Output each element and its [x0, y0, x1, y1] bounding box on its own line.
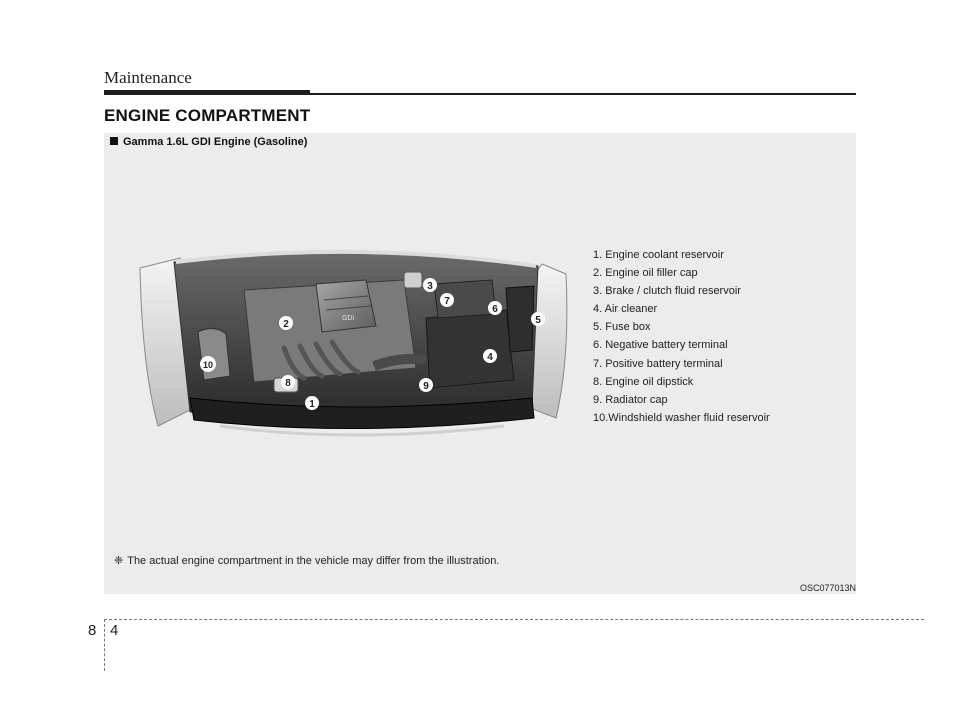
figure-panel: Gamma 1.6L GDI Engine (Gasoline): [104, 133, 856, 594]
callout-8: 8: [281, 375, 295, 389]
callout-7: 7: [440, 293, 454, 307]
callout-3: 3: [423, 278, 437, 292]
svg-text:9: 9: [423, 381, 429, 392]
legend-item: 1. Engine coolant reservoir: [593, 249, 724, 261]
svg-text:2: 2: [283, 319, 289, 330]
svg-text:8: 8: [285, 378, 291, 389]
legend-item: 6. Negative battery terminal: [593, 339, 728, 352]
square-bullet-icon: [110, 137, 118, 145]
figure-subtitle-text: Gamma 1.6L GDI Engine (Gasoline): [123, 136, 308, 148]
legend-item: 8. Engine oil dipstick: [593, 375, 694, 388]
engine-illustration: GDi 1 2 3 4 5 6 7: [139, 249, 568, 437]
callout-9: 9: [419, 378, 433, 392]
figure-code: OSC077013N: [799, 583, 856, 593]
legend-item: 2. Engine oil filler cap: [593, 267, 698, 280]
note-symbol-icon: ❈: [114, 555, 124, 567]
engine-cover-text: GDi: [342, 315, 355, 322]
svg-text:7: 7: [444, 296, 450, 307]
note-text: The actual engine compartment in the veh…: [127, 555, 500, 567]
legend-item: 7. Positive battery terminal: [593, 357, 723, 370]
illustration-note: ❈The actual engine compartment in the ve…: [114, 554, 499, 567]
callout-2: 2: [279, 316, 293, 330]
callout-10: 10: [200, 356, 216, 372]
page-number: 4: [110, 622, 119, 639]
header-rule-thin: [104, 93, 856, 95]
legend-item: 4. Air cleaner: [593, 303, 658, 316]
legend-item: 10.Windshield washer fluid reservoir: [593, 411, 770, 424]
svg-text:10: 10: [203, 360, 213, 370]
page-title: ENGINE COMPARTMENT: [104, 106, 311, 125]
section-header: Maintenance: [104, 68, 192, 87]
svg-text:3: 3: [427, 281, 433, 292]
footer-rule: [104, 619, 924, 620]
callout-6: 6: [488, 301, 502, 315]
footer-divider: [104, 619, 105, 671]
callout-1: 1: [305, 396, 319, 410]
header-rule-thick: [104, 90, 310, 94]
callout-4: 4: [483, 349, 497, 363]
legend-item: 9. Radiator cap: [593, 393, 668, 406]
figure-subtitle: Gamma 1.6L GDI Engine (Gasoline): [110, 136, 307, 148]
legend-item: 3. Brake / clutch fluid reservoir: [593, 285, 741, 298]
svg-text:1: 1: [309, 399, 315, 410]
chapter-number: 8: [88, 622, 97, 639]
svg-text:6: 6: [492, 304, 498, 315]
callout-5: 5: [531, 312, 545, 326]
svg-text:4: 4: [487, 352, 493, 363]
svg-text:5: 5: [535, 315, 541, 326]
component-legend: 1. Engine coolant reservoir 2. Engine oi…: [593, 246, 770, 427]
legend-item: 5. Fuse box: [593, 321, 651, 334]
